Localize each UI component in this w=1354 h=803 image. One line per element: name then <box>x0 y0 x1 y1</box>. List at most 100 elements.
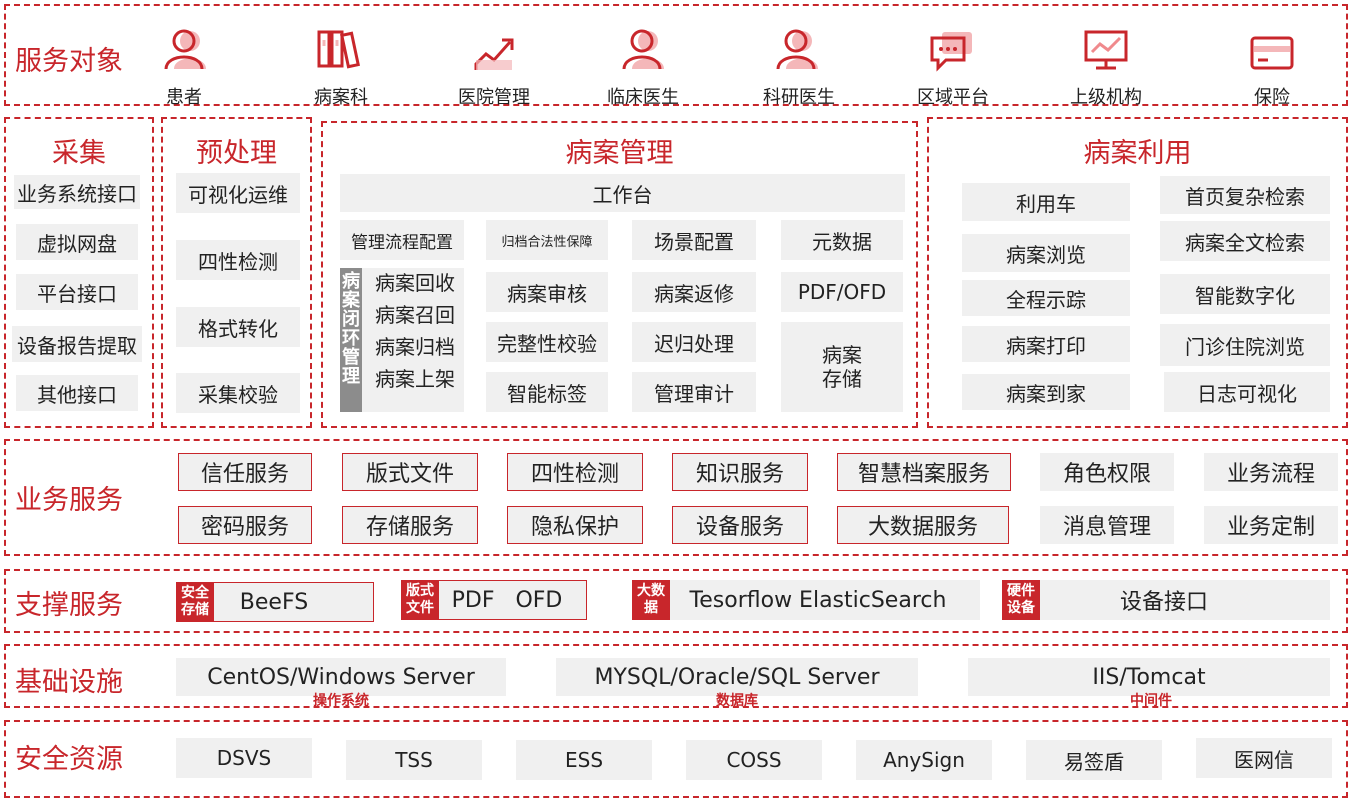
service-targets-title: 服务对象 <box>15 46 123 77</box>
record-use-title: 病案利用 <box>1083 138 1192 169</box>
person-icon <box>164 29 206 70</box>
support-tag: 安全存储 <box>176 582 214 622</box>
use-item: 首页复杂检索 <box>1160 176 1330 214</box>
person-icon <box>776 29 818 70</box>
mgmt-item: 迟归处理 <box>632 322 756 362</box>
collect-title: 采集 <box>52 138 106 169</box>
preprocess-item: 格式转化 <box>176 307 300 347</box>
target-label: 保险 <box>1254 87 1290 108</box>
target-label: 医院管理 <box>458 87 530 108</box>
record-storage-line: 病案 <box>822 343 862 367</box>
security-item: DSVS <box>176 738 312 778</box>
business-service: 四性检测 <box>507 453 643 491</box>
use-item: 全程示踪 <box>962 280 1130 316</box>
record-storage-line: 存储 <box>822 367 862 391</box>
security-item: ESS <box>516 740 652 780</box>
infra-section <box>4 644 1348 708</box>
business-service: 密码服务 <box>178 506 312 544</box>
target-label: 区域平台 <box>917 87 989 108</box>
infra-item: CentOS/Windows Server <box>176 658 506 696</box>
record-use-section <box>927 117 1348 428</box>
preprocess-item: 采集校验 <box>176 373 300 413</box>
infra-sublabel: 中间件 <box>1130 693 1172 709</box>
security-item: 易签盾 <box>1026 740 1162 780</box>
record-mgmt-title: 病案管理 <box>565 138 674 169</box>
person-icon <box>622 29 664 70</box>
use-item: 利用车 <box>962 183 1130 221</box>
use-item: 病案浏览 <box>962 234 1130 272</box>
loop-item: 病案上架 <box>375 366 455 391</box>
preprocess-item: 四性检测 <box>176 240 300 280</box>
collect-item: 平台接口 <box>16 274 138 310</box>
preprocess-title: 预处理 <box>196 138 277 169</box>
record-mgmt-section <box>321 121 918 428</box>
business-service: 隐私保护 <box>507 506 643 544</box>
support-tag: 硬件设备 <box>1002 580 1040 620</box>
loop-item: 病案归档 <box>375 334 455 359</box>
chart-icon <box>474 38 514 70</box>
mgmt-item: 智能标签 <box>486 372 608 412</box>
mgmt-item: 完整性校验 <box>486 322 608 362</box>
security-item: 医网信 <box>1196 738 1332 778</box>
collect-item: 虚拟网盘 <box>16 224 138 260</box>
business-section <box>4 439 1348 556</box>
business-service: 知识服务 <box>672 453 808 491</box>
support-title: 支撑服务 <box>15 590 123 621</box>
business-title: 业务服务 <box>15 485 123 516</box>
loop-item: 病案召回 <box>375 302 455 327</box>
support-label: PDF OFD <box>451 587 563 613</box>
security-item: TSS <box>346 740 482 780</box>
support-tag: 大数据 <box>632 580 670 620</box>
monitor-chart-icon <box>1084 30 1128 70</box>
support-tag: 版式文件 <box>401 580 439 620</box>
loop-mgmt-tag: 病案闭环管理 <box>340 268 362 412</box>
business-service: 版式文件 <box>342 453 478 491</box>
loop-item: 病案回收 <box>375 270 455 295</box>
use-item: 日志可视化 <box>1164 372 1330 412</box>
business-service: 存储服务 <box>342 506 478 544</box>
mgmt-process-config: 管理流程配置 <box>340 220 464 260</box>
metadata: 元数据 <box>781 220 903 260</box>
mgmt-item: 管理审计 <box>632 372 756 412</box>
mgmt-item: 病案返修 <box>632 272 756 312</box>
support-label: 设备接口 <box>1119 590 1208 615</box>
support-section <box>4 569 1348 633</box>
support-label: BeeFS <box>239 589 309 615</box>
business-service: 智慧档案服务 <box>837 453 1011 491</box>
collect-item: 业务系统接口 <box>14 175 140 209</box>
security-item: AnySign <box>856 740 992 780</box>
collect-section <box>4 117 154 428</box>
infra-title: 基础设施 <box>15 667 123 698</box>
collect-item: 设备报告提取 <box>12 326 142 362</box>
service-targets-section <box>4 4 1348 106</box>
collect-item: 其他接口 <box>16 375 138 411</box>
security-item: COSS <box>686 740 822 780</box>
mgmt-item: 病案审核 <box>486 272 608 312</box>
target-label: 科研医生 <box>763 87 835 108</box>
binders-icon <box>317 30 360 69</box>
infra-sublabel: 数据库 <box>716 693 758 709</box>
workbench-bar: 工作台 <box>340 174 905 212</box>
support-item <box>1002 580 1330 620</box>
target-label: 临床医生 <box>607 87 679 108</box>
support-item <box>632 580 980 620</box>
business-service: 业务流程 <box>1204 453 1338 491</box>
infra-item: MYSQL/Oracle/SQL Server <box>556 658 918 696</box>
preprocess-section <box>161 117 312 428</box>
business-service: 设备服务 <box>672 506 808 544</box>
security-section <box>4 720 1348 798</box>
business-service: 业务定制 <box>1204 506 1338 544</box>
record-storage: 病案 存储 <box>781 322 903 412</box>
use-item: 智能数字化 <box>1160 274 1330 314</box>
preprocess-item: 可视化运维 <box>176 173 300 213</box>
security-title: 安全资源 <box>15 744 123 775</box>
card-icon <box>1250 36 1294 70</box>
use-item: 门诊住院浏览 <box>1160 324 1330 366</box>
use-item: 病案全文检索 <box>1160 221 1330 261</box>
infra-sublabel: 操作系统 <box>313 693 369 709</box>
pdf-ofd: PDF/OFD <box>781 272 903 312</box>
business-service: 信任服务 <box>178 453 312 491</box>
target-label: 上级机构 <box>1070 87 1142 108</box>
infra-item: IIS/Tomcat <box>968 658 1330 696</box>
target-label: 患者 <box>166 87 202 108</box>
